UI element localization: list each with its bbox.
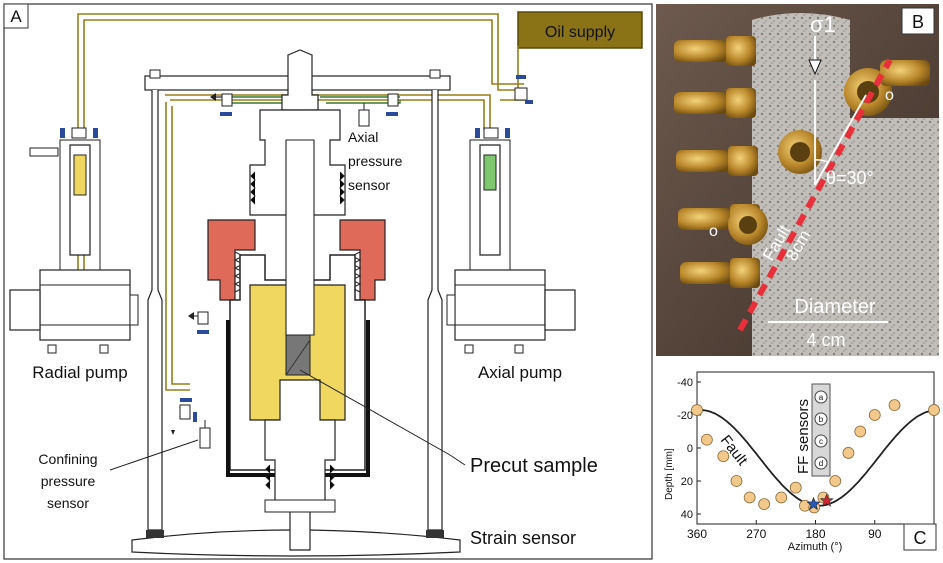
radial-pump-label: Radial pump bbox=[32, 363, 127, 382]
y-tick-label: 0 bbox=[687, 443, 693, 455]
axial-pump-label: Axial pump bbox=[478, 363, 562, 382]
panel-c-badge bbox=[903, 523, 937, 551]
sensor-point bbox=[758, 498, 771, 511]
confining-sensor-body bbox=[199, 427, 211, 449]
confining-sensor-label-2: pressure bbox=[41, 473, 96, 489]
star-markers bbox=[806, 493, 834, 511]
sigma-arrowhead bbox=[808, 59, 822, 76]
sensor-point bbox=[928, 404, 940, 416]
x-tick-label: 360 bbox=[687, 527, 707, 541]
axial-sensor-label-1: Axial bbox=[348, 129, 378, 145]
precut-sample-label: Precut sample bbox=[470, 455, 598, 477]
legend-marker bbox=[814, 390, 828, 404]
sensor-point bbox=[868, 409, 881, 421]
y-tick-label: -20 bbox=[677, 410, 693, 422]
lower-threads bbox=[265, 464, 335, 490]
oil-supply-label: Oil supply bbox=[545, 24, 615, 41]
sensor-point bbox=[842, 447, 855, 459]
fault-angle-line bbox=[814, 94, 867, 186]
frame-foot-right bbox=[426, 530, 444, 538]
vent-arrowhead-b bbox=[188, 312, 194, 320]
sensor-point bbox=[730, 475, 743, 487]
sensor-point bbox=[775, 491, 788, 504]
sensor-point bbox=[854, 425, 867, 438]
vent-arrowhead-a bbox=[210, 93, 216, 101]
x-axis-label: Azimuth (°) bbox=[788, 541, 843, 553]
frame-foot-left bbox=[146, 530, 164, 538]
theta-arc bbox=[814, 159, 830, 164]
valves bbox=[71, 87, 528, 420]
vent-arrowhead-c bbox=[171, 430, 175, 435]
axial-sensor-label-3: sensor bbox=[348, 177, 390, 193]
confining-sensor-label-1: Confining bbox=[38, 451, 97, 467]
confining-sensor-label-3: sensor bbox=[47, 495, 89, 511]
confining-leader bbox=[109, 439, 199, 471]
x-tick-label: 90 bbox=[868, 527, 882, 541]
legend-marker bbox=[814, 434, 828, 448]
top-piston bbox=[281, 49, 319, 111]
y-axis-label: Depth [mm] bbox=[664, 448, 675, 500]
axial-pump bbox=[446, 139, 576, 354]
sensor-mark-right: o bbox=[885, 87, 894, 104]
legend-box bbox=[811, 383, 831, 477]
panel-b-letter: B bbox=[912, 12, 924, 32]
sample-cut bbox=[285, 339, 311, 376]
strain-sensor-label: Strain sensor bbox=[470, 528, 576, 548]
sensor-point bbox=[829, 475, 842, 487]
sensor-point bbox=[888, 399, 901, 412]
sensor-mark-left: o bbox=[709, 223, 718, 240]
diameter-value: 4 cm bbox=[806, 330, 845, 350]
sigma-label: σ1 bbox=[810, 12, 836, 37]
x-tick-label: 270 bbox=[746, 527, 766, 541]
legend-items: a b c d bbox=[814, 390, 828, 470]
legend-marker bbox=[814, 456, 828, 470]
legend-marker bbox=[814, 412, 828, 426]
diameter-label: Diameter bbox=[794, 296, 875, 318]
sensor-point bbox=[691, 404, 703, 416]
x-ticks: 360 270 180 90 bbox=[687, 520, 882, 541]
frame-bolt-right bbox=[429, 69, 441, 79]
fault-trace bbox=[737, 58, 893, 332]
panel-a-letter: A bbox=[10, 7, 22, 26]
sensor-point bbox=[717, 450, 730, 463]
lower-collar bbox=[264, 499, 336, 513]
legend-title: FF sensors bbox=[795, 399, 812, 474]
axial-sensor-body bbox=[358, 109, 370, 127]
sensor-point bbox=[743, 491, 756, 504]
panel-a-badge bbox=[3, 3, 29, 29]
panel-c-letter: C bbox=[914, 528, 927, 548]
sample-leader bbox=[299, 369, 466, 466]
oil-supply-box bbox=[517, 11, 643, 49]
upper-plunger bbox=[285, 139, 315, 336]
star-marker bbox=[806, 496, 821, 511]
valve-handles bbox=[60, 75, 533, 422]
sensor-point bbox=[789, 481, 802, 494]
legend-item-label: d bbox=[819, 459, 823, 468]
legend-item-label: c bbox=[819, 437, 823, 446]
y-tick-label: -40 bbox=[677, 377, 693, 389]
x-tick-label: 180 bbox=[805, 527, 825, 541]
y-ticks: -40 -20 0 20 40 bbox=[677, 377, 701, 521]
axial-sensor-label-2: pressure bbox=[348, 153, 403, 169]
radial-pump bbox=[9, 139, 139, 354]
legend-item-label: b bbox=[819, 415, 824, 424]
star-marker bbox=[819, 493, 834, 507]
theta-label: θ=30° bbox=[826, 168, 874, 188]
y-tick-label: 40 bbox=[681, 509, 693, 521]
upper-threads bbox=[250, 171, 345, 205]
panel-b-badge bbox=[901, 7, 935, 35]
legend-item-label: a bbox=[819, 393, 824, 402]
sensor-point bbox=[700, 433, 713, 446]
frame-bolt-left bbox=[149, 69, 161, 79]
brass-sensors bbox=[674, 36, 930, 288]
y-tick-label: 20 bbox=[681, 476, 693, 488]
